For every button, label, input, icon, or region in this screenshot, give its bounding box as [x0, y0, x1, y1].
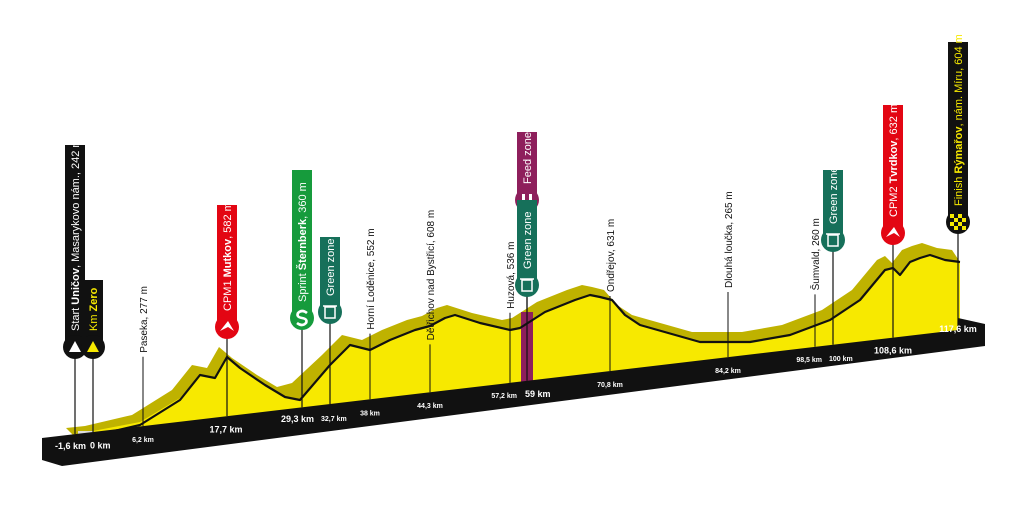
- km-label: 6,2 km: [132, 437, 154, 444]
- flag-label-prefix: Feed zone: [522, 132, 534, 184]
- flag-banner: [320, 237, 340, 312]
- waypoint: Huzová, 536 m: [506, 242, 517, 383]
- flag-label-suffix: , 582 m: [222, 202, 234, 239]
- checkered-flag-icon: [950, 214, 966, 230]
- flag-cpm1: CPM1 Mutkov, 582 m: [215, 202, 239, 417]
- flag-label: CPM2 Tvrdkov, 632 m: [888, 104, 900, 217]
- km-label: 100 km: [829, 356, 853, 363]
- flag-banner: [517, 200, 537, 285]
- flag-banner: [883, 105, 903, 233]
- mountain-icon: [220, 321, 234, 331]
- triangle-white-icon: [69, 341, 81, 352]
- flag-label-name: Šternberk: [296, 218, 309, 270]
- flag-label-name: Mutkov: [222, 238, 234, 277]
- flag-label: Start Uničov, Masarykovo nám., 242 m: [70, 138, 82, 331]
- flag-label: Sprint Šternberk, 360 m: [296, 182, 309, 302]
- flag-label: Green zone: [325, 239, 337, 296]
- flag-green2: Green zone: [515, 200, 539, 381]
- km-label: 29,3 km: [281, 414, 314, 424]
- flag-label: Finish Rýmařov, nám. Míru, 604 m: [953, 34, 965, 206]
- flag-banner: [948, 42, 968, 222]
- flag-label-prefix: Sprint: [297, 270, 309, 302]
- flag-label-prefix: Green zone: [522, 212, 534, 269]
- flag-green1: Green zone: [318, 237, 342, 405]
- flag-banner: [823, 170, 843, 240]
- flag-label-prefix: Finish: [953, 174, 965, 206]
- flag-label-name: Tvrdkov: [888, 140, 900, 184]
- sprint-s-icon: [296, 309, 308, 327]
- flag-badge: [515, 273, 539, 297]
- flag-label: Green zone: [522, 212, 534, 269]
- waypoint: Dlouhá loučka, 265 m: [724, 191, 735, 358]
- flag-label: CPM1 Mutkov, 582 m: [222, 202, 234, 311]
- flag-badge: [821, 228, 845, 252]
- flag-label-name: Uničov: [70, 267, 82, 305]
- waypoint: Dětřichov nad Bystřicí, 608 m: [426, 210, 437, 393]
- mountain-icon: [886, 227, 900, 237]
- distance-band: [42, 318, 985, 466]
- flag-kmzero: Km Zero: [81, 280, 105, 432]
- km-label: 98,5 km: [796, 357, 822, 364]
- waypoint-label: Dětřichov nad Bystřicí, 608 m: [426, 210, 437, 341]
- waypoint-label: Ondřejov, 631 m: [606, 219, 617, 292]
- km-label: 59 km: [525, 389, 551, 399]
- flag-label-prefix: CPM2: [888, 183, 900, 217]
- waypoint-label: Paseka, 277 m: [139, 286, 150, 353]
- waypoint-label: Dlouhá loučka, 265 m: [724, 191, 735, 288]
- km-label: 38 km: [360, 410, 380, 417]
- km-label: 70,8 km: [597, 382, 623, 389]
- flag-label-name: Zero: [88, 287, 100, 311]
- km-label: 84,2 km: [715, 368, 741, 375]
- flag-label: Green zone: [828, 167, 840, 224]
- km-label: 117,6 km: [939, 324, 977, 334]
- profile-area: [78, 255, 960, 437]
- km-label: 57,2 km: [491, 393, 517, 400]
- km-label: 108,6 km: [874, 346, 912, 356]
- bin-icon: [520, 278, 534, 292]
- flag-green3: Green zone: [821, 167, 845, 345]
- flag-banner: [292, 170, 312, 318]
- flag-label-prefix: Green zone: [828, 167, 840, 224]
- flag-cpm2: CPM2 Tvrdkov, 632 m: [881, 104, 905, 338]
- flag-badge: [318, 300, 342, 324]
- triangle-yellow-icon: [87, 341, 99, 352]
- flag-banner: [65, 145, 85, 347]
- flag-label-suffix: , 360 m: [297, 182, 309, 219]
- waypoint: Paseka, 277 m: [139, 286, 150, 427]
- km-label: 32,7 km: [321, 416, 347, 423]
- km-label: 17,7 km: [209, 424, 242, 434]
- flag-label-prefix: Km: [88, 311, 100, 331]
- bin-icon: [826, 233, 840, 247]
- waypoint-label: Horní Loděnice, 552 m: [366, 228, 377, 329]
- flag-finish: Finish Rýmařov, nám. Míru, 604 m: [946, 34, 970, 330]
- flag-label-prefix: Start: [70, 305, 82, 331]
- waypoint: Šumvald, 260 m: [809, 218, 822, 347]
- flag-sprint: Sprint Šternberk, 360 m: [290, 170, 314, 408]
- flag-label: Km Zero: [88, 287, 100, 331]
- flag-label: Feed zone: [522, 132, 534, 184]
- flag-start: Start Uničov, Masarykovo nám., 242 m: [63, 138, 87, 435]
- flag-label-prefix: CPM1: [222, 277, 234, 311]
- km-label: 0 km: [90, 440, 111, 450]
- flag-label-prefix: Green zone: [325, 239, 337, 296]
- flag-label-suffix: , Masarykovo nám., 242 m: [70, 138, 82, 268]
- km-label: -1,6 km: [55, 441, 86, 451]
- profile-line: [77, 253, 961, 439]
- flag-label-suffix: , 632 m: [888, 104, 900, 141]
- flag-banner: [517, 132, 537, 200]
- flag-banner: [83, 280, 103, 347]
- flag-label-name: Rýmařov: [953, 126, 965, 174]
- flag-label-suffix: , nám. Míru, 604 m: [953, 34, 965, 126]
- waypoint: Ondřejov, 631 m: [606, 219, 617, 371]
- bin-icon: [323, 305, 337, 319]
- km-label: 44,3 km: [417, 403, 443, 410]
- waypoint-label: Huzová, 536 m: [506, 242, 517, 309]
- flag-banner: [217, 205, 237, 327]
- waypoint-label: Šumvald, 260 m: [809, 218, 822, 290]
- waypoint: Horní Loděnice, 552 m: [366, 228, 377, 400]
